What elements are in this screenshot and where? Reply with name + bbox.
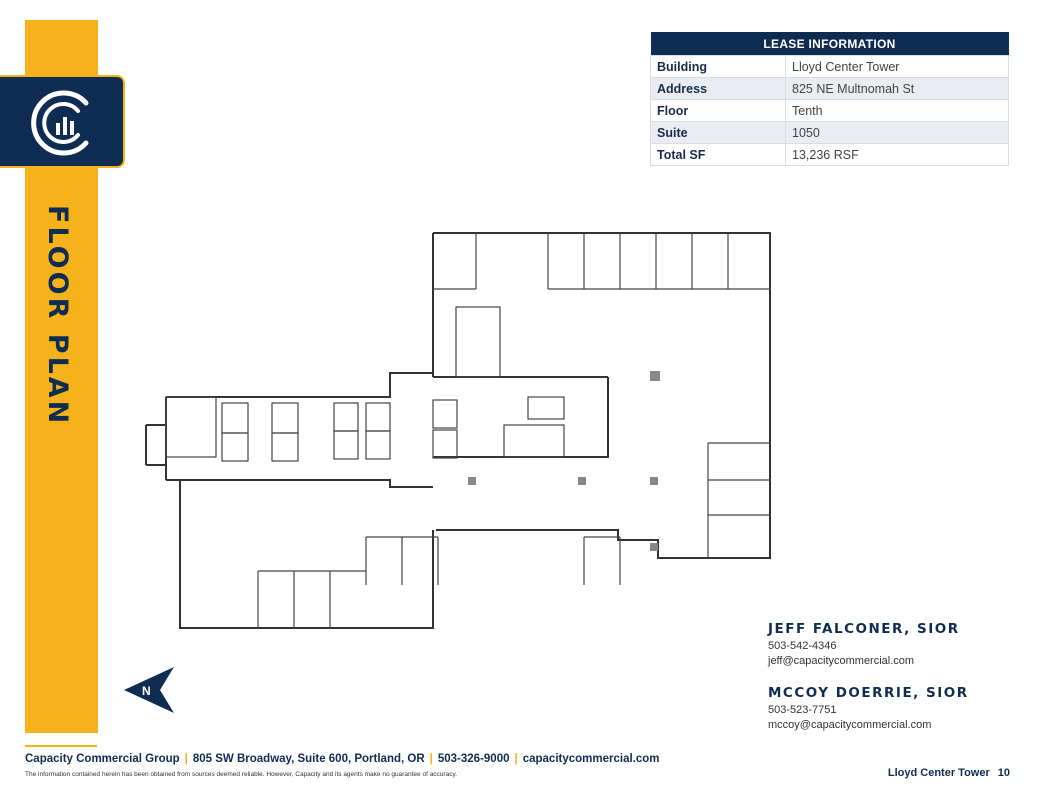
contact-card-1: JEFF FALCONER, SIOR 503-542-4346 jeff@ca… [768, 621, 960, 667]
capacity-logo-icon [31, 90, 89, 156]
contact-email[interactable]: mccoy@capacitycommercial.com [768, 719, 932, 731]
footer-info: Capacity Commercial Group|805 SW Broadwa… [25, 753, 660, 765]
row-value: 1050 [785, 121, 1009, 144]
footer-website[interactable]: capacitycommercial.com [522, 753, 660, 765]
contact-card-2: MCCOY DOERRIE, SIOR 503-523-7751 mccoy@c… [768, 685, 969, 731]
footer-company: Capacity Commercial Group [25, 753, 180, 765]
footer-address: 805 SW Broadway, Suite 600, Portland, OR [192, 753, 425, 765]
contact-name: MCCOY DOERRIE, SIOR [768, 685, 969, 701]
logo-badge [0, 75, 125, 168]
contact-phone[interactable]: 503-523-7751 [768, 704, 837, 716]
compass-label: N [142, 684, 151, 698]
row-value: 13,236 RSF [785, 143, 1009, 166]
row-value: 825 NE Multnomah St [785, 77, 1009, 100]
footer-divider [25, 745, 97, 747]
floor-plan-drawing [145, 232, 771, 629]
row-label: Suite [650, 121, 786, 144]
footer-building: Lloyd Center Tower [887, 767, 990, 779]
page-title: FLOOR PLAN [42, 205, 73, 427]
contact-email[interactable]: jeff@capacitycommercial.com [768, 655, 915, 667]
contact-name: JEFF FALCONER, SIOR [768, 621, 960, 637]
page-footer-label: Lloyd Center Tower 10 [888, 767, 1010, 779]
footer-phone[interactable]: 503-326-9000 [437, 753, 510, 765]
row-value: Tenth [785, 99, 1009, 122]
north-arrow-icon: N [124, 667, 174, 713]
row-label: Building [650, 55, 786, 78]
lease-table-header: LEASE INFORMATION [650, 32, 1009, 56]
row-value: Lloyd Center Tower [785, 55, 1009, 78]
page-number: 10 [997, 767, 1010, 779]
disclaimer-text: The information contained herein has bee… [25, 771, 458, 778]
contact-phone[interactable]: 503-542-4346 [768, 640, 837, 652]
row-label: Address [650, 77, 786, 100]
row-label: Total SF [650, 143, 786, 166]
row-label: Floor [650, 99, 786, 122]
